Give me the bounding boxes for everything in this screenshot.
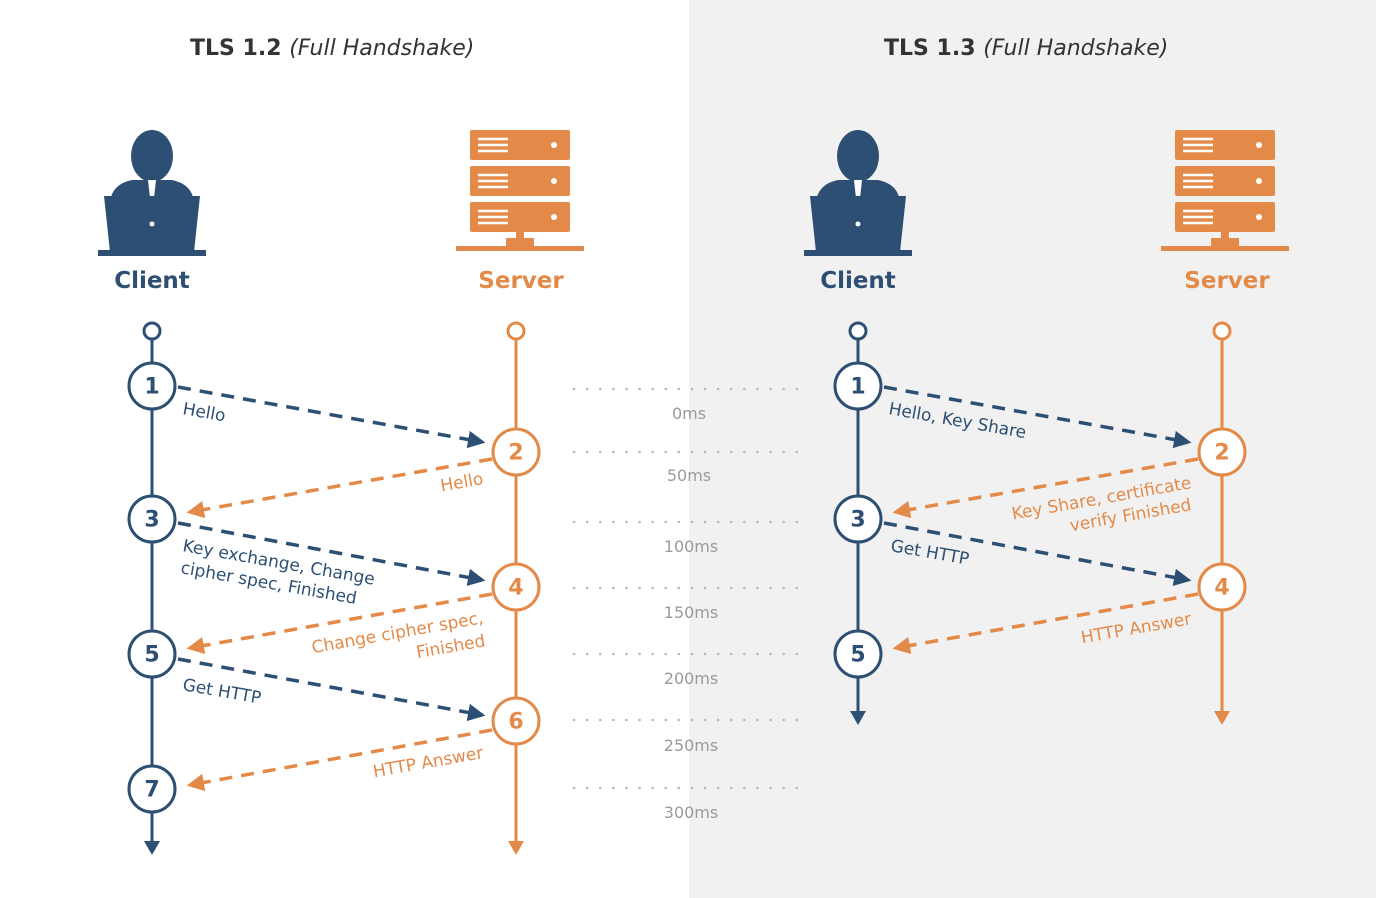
tls12-msg-1: Hello xyxy=(181,399,227,426)
tls12-step-2: 2 xyxy=(491,427,541,477)
timeline-label-5: 250ms xyxy=(664,736,718,755)
server-rack-icon xyxy=(1161,130,1289,251)
step-number: 6 xyxy=(508,710,523,735)
tls12-server-label: Server xyxy=(478,268,564,294)
tls12-step-7: 7 xyxy=(127,764,177,814)
tls12-arrow-6 xyxy=(186,728,493,792)
tls12-step-6: 6 xyxy=(491,696,541,746)
timeline-gridlines xyxy=(572,387,810,790)
tls12-step-1: 1 xyxy=(127,361,177,411)
tls13-arrow-2 xyxy=(892,457,1199,519)
tls12-step-5: 5 xyxy=(127,629,177,679)
tls13-step-4: 4 xyxy=(1197,562,1247,612)
tls13-msg-1: Hello, Key Share xyxy=(887,399,1028,443)
tls12-msg-6: HTTP Answer xyxy=(372,743,485,782)
tls12-step-3: 3 xyxy=(127,494,177,544)
tls13-step-3: 3 xyxy=(833,494,883,544)
tls13-arrow-1 xyxy=(883,385,1192,449)
step-number: 3 xyxy=(144,508,159,533)
tls12-arrow-4 xyxy=(186,592,493,655)
tls13-arrow-4 xyxy=(892,592,1199,655)
tls13-msg-4: HTTP Answer xyxy=(1080,609,1193,648)
tls13-server-label: Server xyxy=(1184,268,1270,294)
tls13-title: TLS 1.3 (Full Handshake) xyxy=(884,36,1168,61)
tls13-msg-3: Get HTTP xyxy=(889,536,970,569)
tls12-title-subtitle: (Full Handshake) xyxy=(289,36,475,61)
step-number: 5 xyxy=(850,643,865,668)
user-laptop-icon xyxy=(98,130,206,256)
step-number: 4 xyxy=(1214,576,1229,601)
timeline-label-2: 100ms xyxy=(664,537,718,556)
tls12-client-lifeline xyxy=(142,321,162,855)
timeline-label-4: 200ms xyxy=(664,669,718,688)
tls12-msg-2: Hello xyxy=(439,469,485,496)
timeline-label-1: 50ms xyxy=(667,466,711,485)
server-rack-icon xyxy=(456,130,584,251)
step-number: 7 xyxy=(144,778,159,803)
tls13-step-1: 1 xyxy=(833,361,883,411)
step-number: 5 xyxy=(144,643,159,668)
step-number: 2 xyxy=(508,441,523,466)
tls12-title-main: TLS 1.2 xyxy=(190,36,282,61)
timeline-label-3: 150ms xyxy=(664,603,718,622)
tls13-client-label: Client xyxy=(820,268,896,294)
tls12-arrow-1 xyxy=(177,385,486,449)
step-number: 1 xyxy=(144,375,159,400)
step-number: 3 xyxy=(850,508,865,533)
step-number: 1 xyxy=(850,375,865,400)
tls13-step-5: 5 xyxy=(833,629,883,679)
step-number: 2 xyxy=(1214,441,1229,466)
step-number: 4 xyxy=(508,576,523,601)
tls12-arrow-5 xyxy=(177,657,486,722)
tls12-step-4: 4 xyxy=(491,562,541,612)
timeline-label-6: 300ms xyxy=(664,803,718,822)
tls13-title-subtitle: (Full Handshake) xyxy=(983,36,1169,61)
tls13-arrow-3 xyxy=(883,521,1192,587)
tls13-server-lifeline xyxy=(1212,321,1232,725)
tls13-title-main: TLS 1.3 xyxy=(884,36,976,61)
timeline-label-0: 0ms xyxy=(672,404,706,423)
tls12-msg-5: Get HTTP xyxy=(181,675,262,708)
tls12-arrow-3 xyxy=(177,521,486,587)
user-laptop-icon xyxy=(804,130,912,256)
tls12-arrow-2 xyxy=(186,457,493,519)
tls12-title: TLS 1.2 (Full Handshake) xyxy=(190,36,474,61)
tls12-client-label: Client xyxy=(114,268,190,294)
tls13-step-2: 2 xyxy=(1197,427,1247,477)
